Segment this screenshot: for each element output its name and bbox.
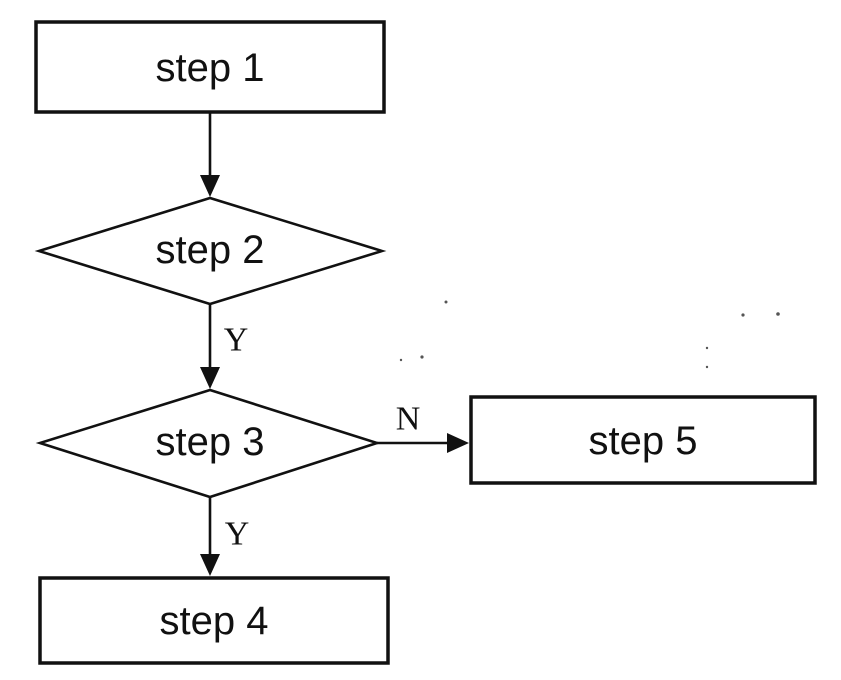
step-2-diamond xyxy=(34,196,387,306)
branch-label-n-step3: N xyxy=(396,401,421,438)
step-2-label: step 2 xyxy=(156,228,265,272)
branch-label-y-step2: Y xyxy=(224,322,249,359)
edge-step2-step3 xyxy=(200,304,220,389)
arrowhead-down-icon xyxy=(200,175,220,197)
scan-artifacts xyxy=(399,300,780,369)
edge-step1-step2 xyxy=(200,112,220,197)
step-1-label: step 1 xyxy=(156,46,265,90)
arrowhead-down-icon xyxy=(200,554,220,576)
arrowhead-down-icon xyxy=(200,367,220,389)
edge-step3-step4 xyxy=(200,497,220,576)
arrowhead-right-icon xyxy=(447,433,469,453)
step-3-label: step 3 xyxy=(156,420,265,464)
step-5-label: step 5 xyxy=(589,419,698,463)
edge-step3-step5 xyxy=(377,433,469,453)
step-3-diamond xyxy=(35,388,382,499)
step-4-box xyxy=(38,576,390,665)
branch-label-y-step3: Y xyxy=(225,516,250,553)
step-4-label: step 4 xyxy=(160,599,269,643)
step-1-box xyxy=(34,20,386,114)
step-5-box xyxy=(469,395,817,485)
